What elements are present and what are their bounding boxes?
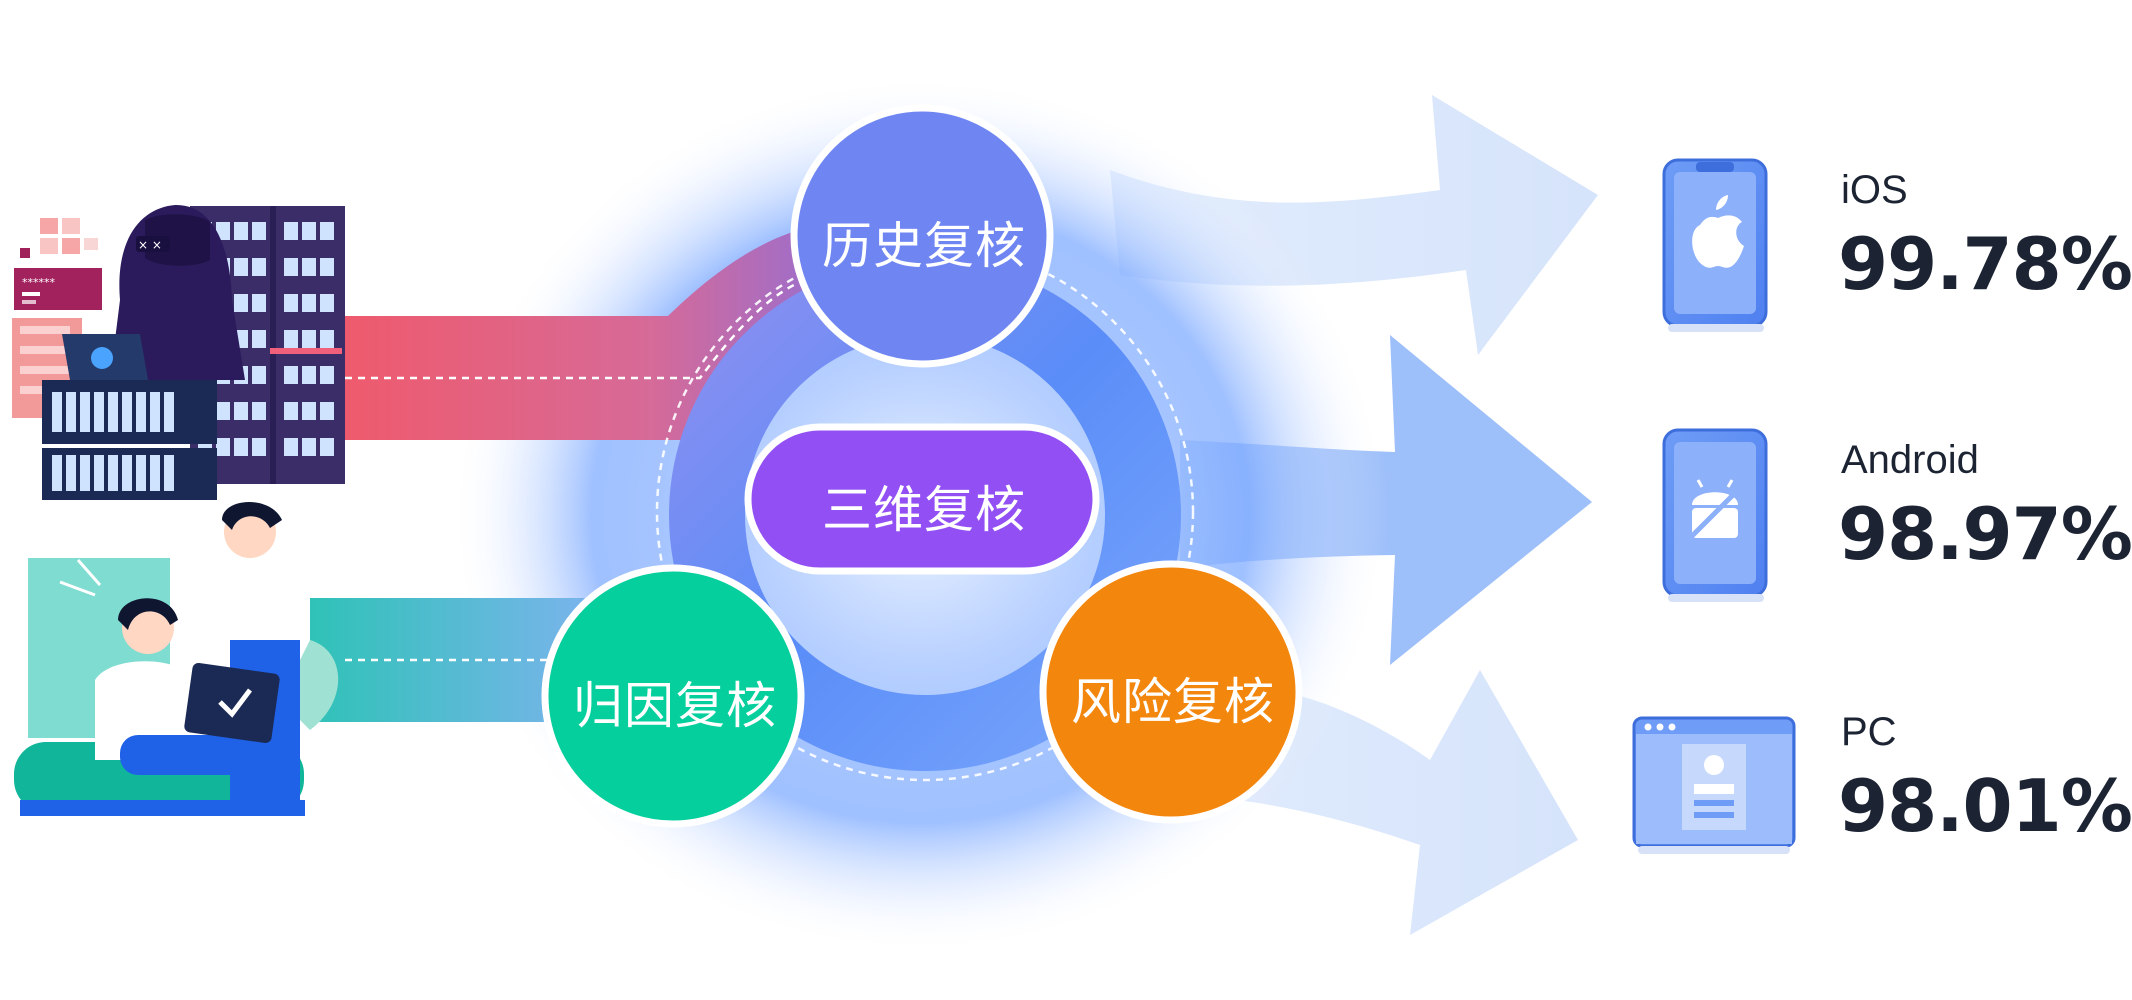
three-dim-review-label: 三维复核 [822, 481, 1026, 539]
node-attribution-review [541, 564, 805, 828]
users-illustration [14, 501, 339, 816]
pc-browser-icon [1632, 716, 1796, 854]
attack-flow-line [345, 280, 801, 380]
platform-name: PC [1841, 710, 1897, 754]
risk-review-label: 风险复核 [1071, 673, 1275, 731]
platform-name: iOS [1841, 168, 1908, 212]
svg-text:× ×: × × [138, 238, 162, 252]
arrow-top [1110, 95, 1598, 355]
attribution-review-label: 归因复核 [573, 677, 777, 735]
node-history-review [790, 104, 1054, 368]
platform-success-rate: 98.01% [1838, 764, 2132, 848]
platform-name: Android [1841, 438, 1979, 482]
history-review-label: 历史复核 [822, 217, 1026, 275]
platform-success-rate: 99.78% [1838, 222, 2132, 306]
password-mask-text: ****** [22, 276, 56, 289]
android-phone-icon [1662, 428, 1768, 602]
node-risk-review [1039, 560, 1303, 824]
apple-phone-icon [1662, 158, 1768, 332]
platform-success-rate: 98.97% [1838, 492, 2132, 576]
hacker-illustration: ****** × × [12, 204, 345, 500]
node-three-dim-review [744, 423, 1100, 575]
